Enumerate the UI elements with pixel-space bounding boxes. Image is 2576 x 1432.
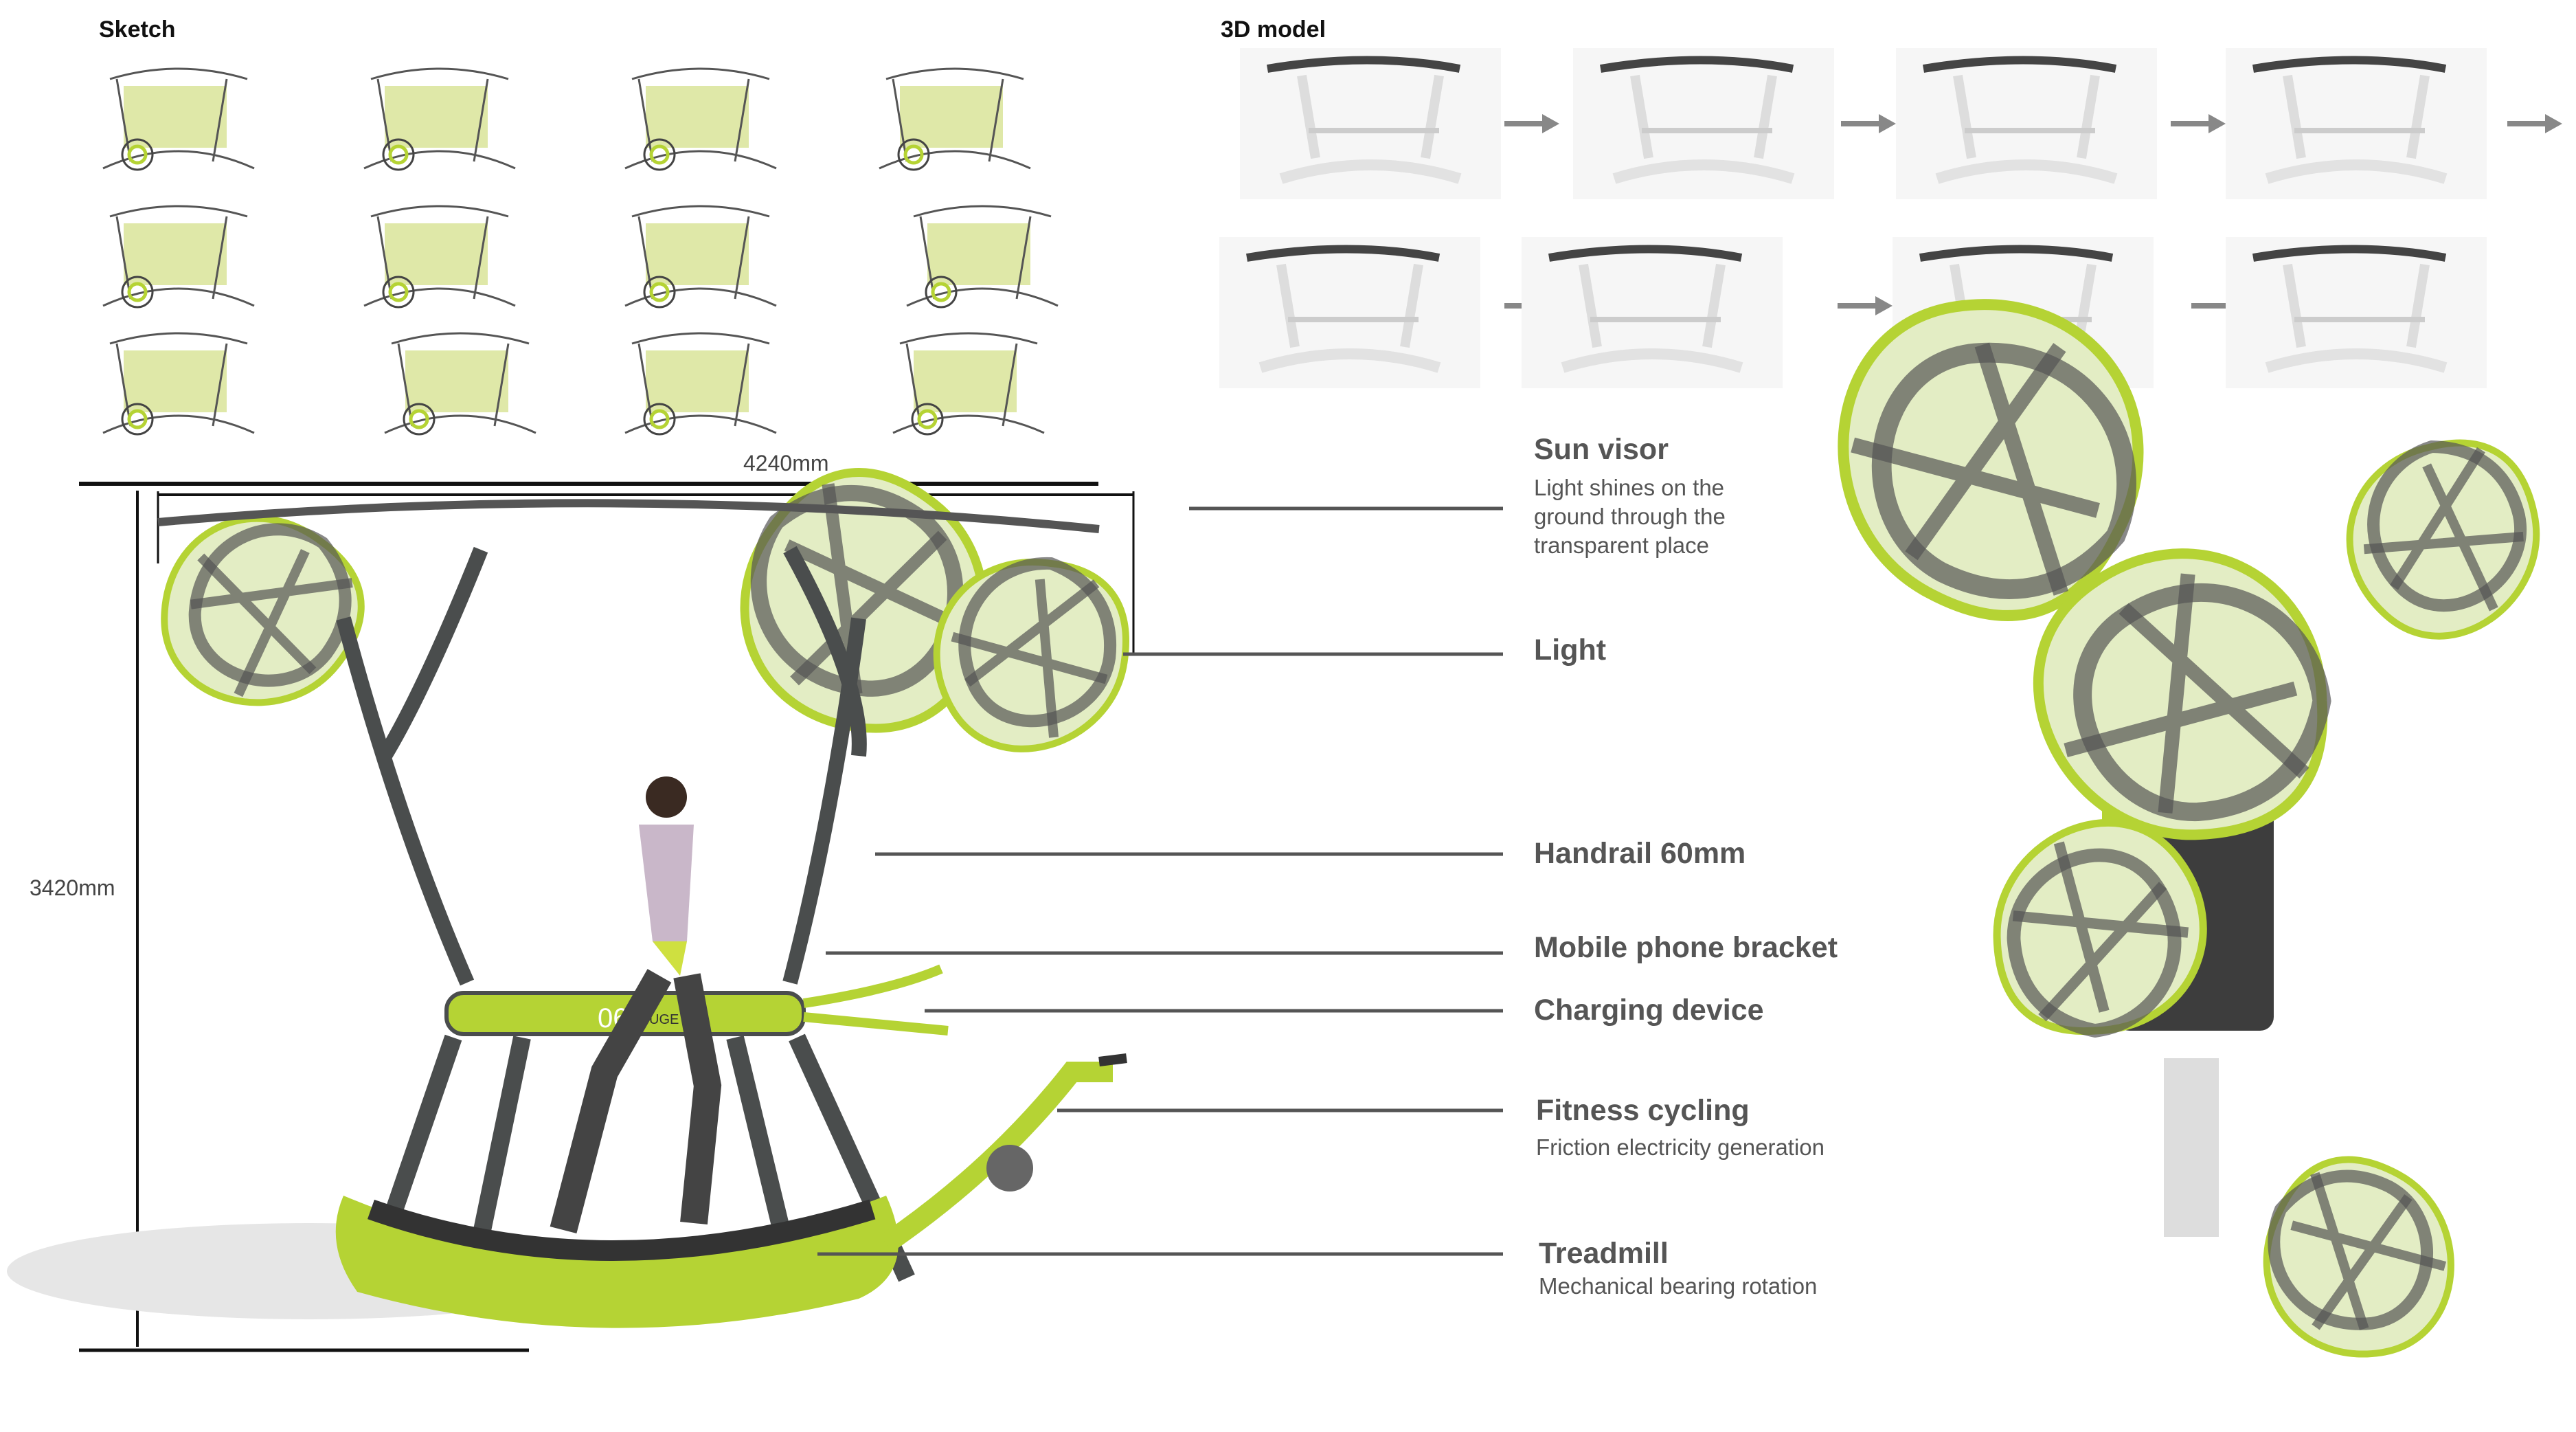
callout-title: Sun visor (1534, 433, 1669, 466)
sketch-thumb (350, 52, 529, 182)
model-thumb (1896, 48, 2157, 199)
arrow-right-icon (1838, 296, 1893, 315)
callout-desc: Mechanical bearing rotation (1539, 1273, 1818, 1299)
dimension-lines (79, 482, 1135, 1352)
brand-label: UGE (649, 1012, 679, 1027)
sketch-thumb (611, 52, 790, 182)
arrow-right-icon (2171, 114, 2226, 133)
top-view-leaf (2252, 1148, 2467, 1369)
model-thumb (2226, 237, 2487, 388)
product-side-view: 06 UGE (7, 444, 1143, 1328)
sketch-thumb (611, 316, 790, 447)
arrow-right-icon (1841, 114, 1896, 133)
sun-visor-leaf (139, 493, 383, 732)
callout-lines (817, 506, 1503, 1256)
model-thumb (1522, 237, 1783, 388)
sketch-thumb (611, 189, 790, 320)
callout-treadmill: Treadmill Mechanical bearing rotation (1539, 1237, 1817, 1301)
model-thumb (1573, 48, 1834, 199)
callout-title: Treadmill (1539, 1237, 1669, 1270)
callout-handrail: Handrail 60mm (1534, 837, 1746, 870)
arrow-right-icon (1504, 114, 1559, 133)
sketch-thumb (89, 52, 268, 182)
callout-mobile-phone-bracket: Mobile phone bracket (1534, 931, 1838, 964)
sketch-grid (89, 52, 1072, 447)
model-thumb (1219, 237, 1480, 388)
sketch-section-title: Sketch (99, 16, 176, 43)
sketch-thumb (89, 316, 268, 447)
callout-desc: transparent place (1534, 533, 1709, 558)
arrow-right-icon (2507, 114, 2562, 133)
height-dimension-label: 3420mm (30, 875, 115, 900)
callout-fitness-cycling: Fitness cycling Friction electricity gen… (1536, 1094, 1824, 1162)
sketch-thumb (866, 52, 1044, 182)
product-top-view (1816, 282, 2575, 1368)
sketch-thumb (371, 316, 550, 447)
callout-title: Fitness cycling (1536, 1094, 1750, 1127)
sketch-thumb (879, 316, 1058, 447)
model-section-title: 3D model (1221, 16, 1326, 43)
callout-desc: Friction electricity generation (1536, 1134, 1825, 1160)
callout-desc: Light shines on the (1534, 475, 1725, 500)
sketch-thumb (893, 189, 1072, 320)
width-dimension-label: 4240mm (743, 451, 829, 476)
callout-desc: ground through the (1534, 504, 1726, 529)
callout-light: Light (1534, 634, 1607, 667)
sketch-thumb (350, 189, 529, 320)
callout-sun-visor: Sun visor Light shines on the ground thr… (1534, 433, 1726, 560)
sketch-thumb (89, 189, 268, 320)
top-view-leaf (2316, 410, 2575, 667)
callout-charging-device: Charging device (1534, 994, 1764, 1027)
model-thumb (1240, 48, 1501, 199)
model-thumb (2226, 48, 2487, 199)
